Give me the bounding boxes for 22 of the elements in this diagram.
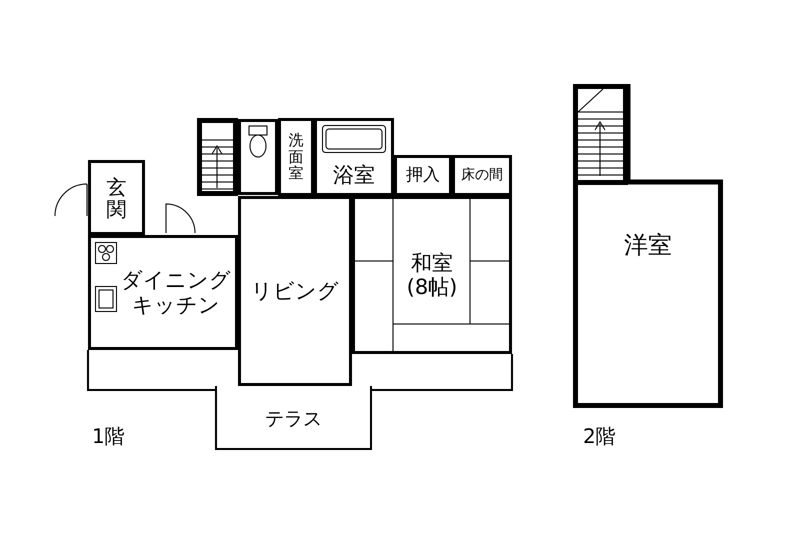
room-label: テラス (265, 409, 322, 431)
room (573, 84, 723, 408)
room-label: 床の間 (461, 167, 503, 184)
room-label: 玄関 (106, 176, 126, 220)
room-label: 洗面室 (288, 132, 304, 182)
room-label: (8帖) (406, 275, 458, 300)
room (88, 160, 145, 235)
room-label: 押入 (406, 166, 440, 186)
floor-label: 2階 (583, 423, 616, 450)
room-label: 洋室 (624, 232, 672, 260)
room (314, 118, 394, 196)
room (452, 155, 512, 196)
room-label: 浴室 (333, 162, 375, 187)
room (278, 118, 314, 196)
room-label: リビング (251, 278, 339, 304)
room (238, 196, 352, 386)
room-label: ダイニングキッチン (120, 268, 232, 317)
floor-label: 1階 (92, 423, 125, 450)
room (394, 155, 452, 196)
room (215, 386, 372, 450)
room-label: 和室 (411, 250, 453, 275)
room (88, 235, 238, 350)
